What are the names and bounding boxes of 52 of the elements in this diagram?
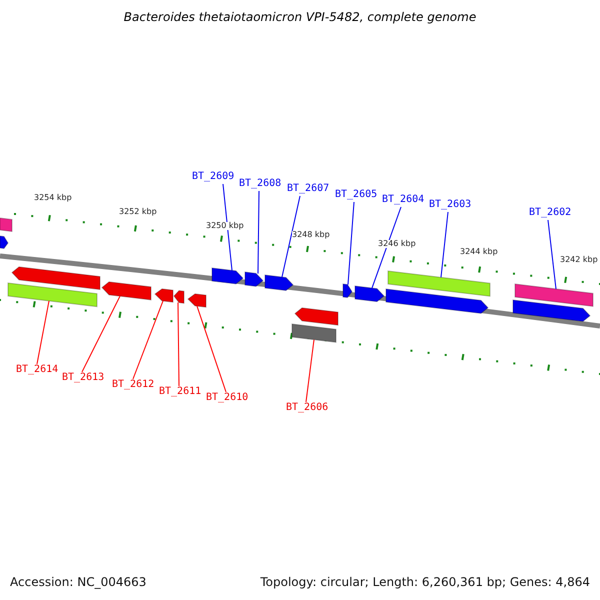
gene-block <box>244 271 264 287</box>
scale-label: 3242 kbp <box>560 256 598 264</box>
leader-line <box>178 302 180 386</box>
gene-block <box>512 299 591 322</box>
gene-bar <box>388 270 490 297</box>
scale-label: 3252 kbp <box>119 208 157 216</box>
accession-text: Accession: NC_004663 <box>10 576 146 588</box>
gene-label: BT_2609 <box>192 172 234 182</box>
gene-block <box>0 235 9 250</box>
scale-label: 3250 kbp <box>206 222 244 230</box>
gene-label: BT_2602 <box>529 208 572 218</box>
gene-block <box>11 266 100 290</box>
leader-line <box>548 220 556 290</box>
gene-bar <box>292 323 336 343</box>
gene-label: BT_2614 <box>16 365 58 375</box>
gene-label: BT_2613 <box>62 373 104 383</box>
gene-bar <box>8 282 98 308</box>
gene-label: BT_2610 <box>206 393 248 403</box>
gene-label: BT_2608 <box>239 179 282 189</box>
scale-label: 3254 kbp <box>34 194 72 202</box>
leader-line <box>282 196 300 278</box>
gene-block <box>101 281 152 300</box>
scale-label: 3248 kbp <box>292 231 330 239</box>
gene-label: BT_2603 <box>429 200 472 210</box>
gene-label: BT_2606 <box>286 403 328 413</box>
gene-label: BT_2604 <box>382 195 424 205</box>
gene-bar <box>514 283 594 307</box>
gene-label: BT_2605 <box>335 190 378 200</box>
leader-line <box>132 300 164 380</box>
gene-block <box>294 307 338 326</box>
leader-line <box>222 184 232 271</box>
gene-label: BT_2611 <box>159 387 202 397</box>
leader-line <box>440 212 448 278</box>
gene-block <box>187 293 206 308</box>
scale-label: 3244 kbp <box>460 248 498 256</box>
gene-block <box>212 267 244 284</box>
scale-label: 3246 kbp <box>378 240 416 248</box>
gene-block <box>154 288 174 303</box>
title: Bacteroides thetaiotaomicron VPI-5482, complete genome <box>122 11 478 23</box>
genome-info-text: Topology: circular; Length: 6,260,361 bp; Genes: 4,864 <box>260 576 590 588</box>
gene-bar <box>0 217 12 232</box>
gene-label: BT_2612 <box>112 380 154 390</box>
gene-block <box>173 290 184 304</box>
gene-label: BT_2607 <box>287 184 330 194</box>
leader-line <box>372 206 402 289</box>
leader-line <box>258 190 260 274</box>
gene-block <box>264 274 294 292</box>
leader-line <box>82 296 120 372</box>
leader-line <box>36 300 50 364</box>
leader-line <box>348 202 354 286</box>
leader-line <box>306 339 314 402</box>
leader-line <box>196 306 226 392</box>
